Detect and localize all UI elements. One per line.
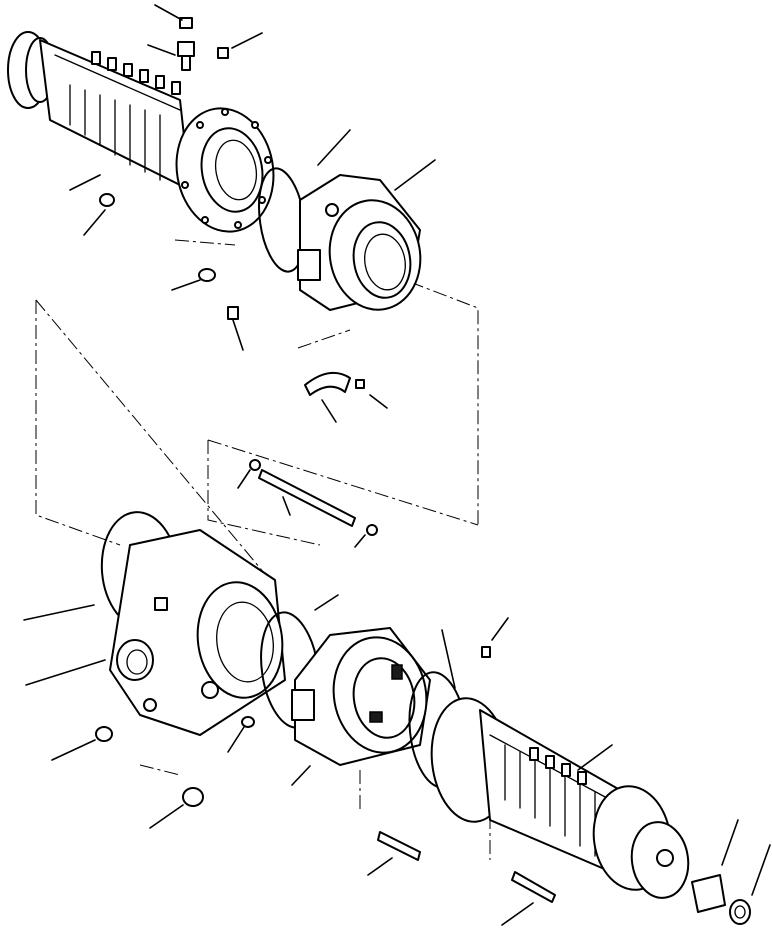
upper-axle-housing [7, 31, 275, 233]
upper-small-parts [99, 193, 365, 396]
upper-brake-housing [258, 167, 422, 311]
differential-housing [100, 511, 286, 736]
flange-bolt-holes [181, 108, 272, 229]
assembly-reference-lines [35, 239, 491, 860]
lower-axle-housing [430, 697, 690, 899]
lower-small-parts [95, 646, 751, 925]
leader-lines [23, 4, 771, 926]
lower-brake-housing [260, 611, 431, 766]
center-tube [249, 459, 378, 536]
breather-fitting [177, 17, 229, 71]
cooling-fins [91, 51, 181, 95]
lower-cooling-fins [529, 747, 587, 785]
